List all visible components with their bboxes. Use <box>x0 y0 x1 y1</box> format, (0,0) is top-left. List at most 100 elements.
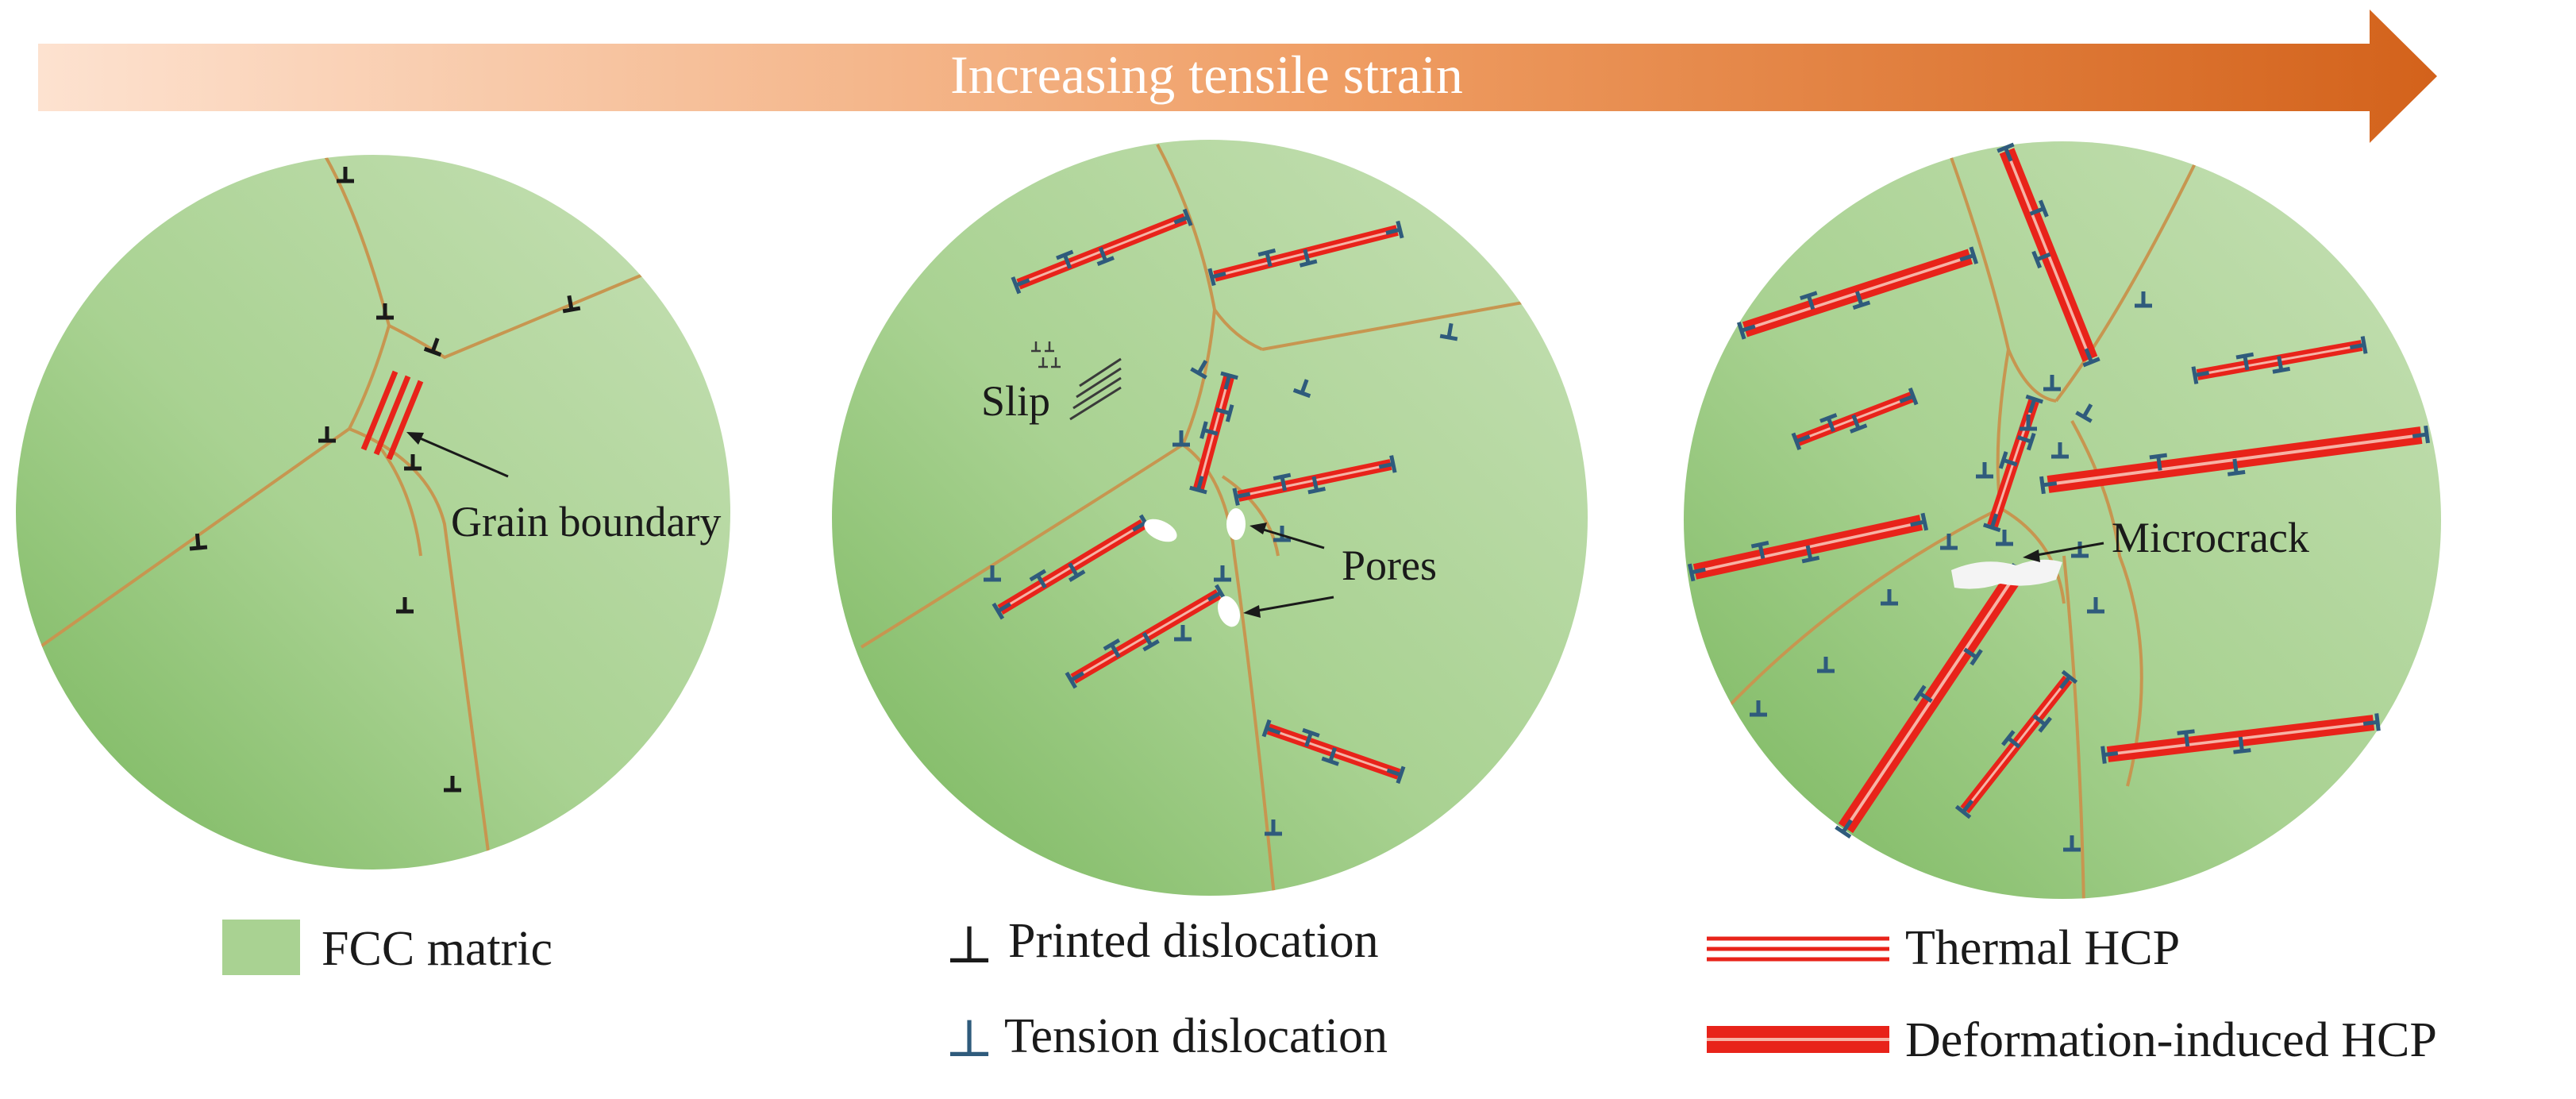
tension-dislocations <box>984 322 1458 836</box>
grain-boundaries <box>860 144 1537 896</box>
printed-dislocation <box>423 337 442 357</box>
tension-dislocation <box>2349 336 2368 354</box>
tension-dislocation <box>1011 276 1030 295</box>
tension-dislocation <box>1976 462 1993 479</box>
tension-dislocation <box>2016 432 2036 451</box>
legend-thermal-swatch <box>1707 936 1889 962</box>
grain-boundary-pointer <box>412 434 509 478</box>
tension-dislocations <box>1750 291 2152 852</box>
fcc-matrix-grain <box>16 155 730 870</box>
slip-label: Slip <box>981 377 1050 425</box>
tension-dislocation <box>1173 208 1193 226</box>
hcp-bands <box>992 208 1406 785</box>
fcc-matrix-grain <box>832 140 1588 896</box>
tension-dislocation <box>2272 356 2291 374</box>
pore <box>1226 508 1246 540</box>
tension-dislocation <box>2001 730 2021 749</box>
tension-dislocation <box>2039 476 2058 495</box>
tension-dislocation <box>1750 700 1767 717</box>
tension-dislocation <box>1385 220 1404 239</box>
tension-dislocation <box>2032 714 2052 733</box>
strain-banner: Increasing tensile strain <box>38 10 2437 143</box>
printed-dislocation <box>376 303 394 320</box>
grain-boundary-pointer-head <box>406 432 424 445</box>
printed-dislocation <box>396 597 414 614</box>
tension-dislocation <box>1307 476 1326 495</box>
legend-printed-label: Printed dislocation <box>1008 914 1379 968</box>
legend: FCC matric ⊥ Printed dislocation ⊥ Tensi… <box>222 914 2437 1068</box>
tension-dislocation <box>984 565 1001 582</box>
tension-dislocation <box>2071 542 2089 558</box>
tension-dislocation <box>2362 713 2381 731</box>
tension-dislocation <box>1899 388 1919 406</box>
tension-dislocation <box>2149 453 2168 471</box>
tension-dislocation <box>1273 526 1291 542</box>
legend-tension-symbol: ⊥ <box>945 1010 994 1068</box>
grain-boundaries <box>38 155 683 870</box>
microcrack <box>1951 559 2062 589</box>
tension-dislocation <box>1103 638 1121 658</box>
tension-dislocation <box>1954 799 1974 819</box>
tension-dislocation <box>1817 657 1835 673</box>
tension-dislocation <box>1292 379 1311 399</box>
tension-dislocation <box>1302 727 1320 747</box>
tension-dislocation <box>1800 291 1818 310</box>
panel-high-strain: Microcrack <box>1684 141 2441 899</box>
grain-boundary-label: Grain boundary <box>451 498 721 546</box>
grain-boundary-callout: Grain boundary <box>406 432 721 546</box>
tension-dislocation <box>1299 249 1318 268</box>
tension-dislocation <box>1940 534 1958 550</box>
legend-deformation-swatch <box>1707 1026 1889 1053</box>
tension-dislocation <box>2063 835 2081 852</box>
printed-dislocations <box>189 167 581 792</box>
tension-dislocation <box>1998 451 2018 469</box>
tension-dislocation <box>2227 458 2246 476</box>
microcrack-label: Microcrack <box>2112 514 2309 561</box>
tension-dislocation <box>1068 562 1086 582</box>
pore <box>1217 596 1241 627</box>
tension-dislocation <box>1257 248 1276 268</box>
tension-dislocation <box>2058 669 2078 690</box>
tension-dislocation <box>1913 684 1933 704</box>
tension-dislocation <box>2082 348 2100 368</box>
tension-dislocation <box>1378 455 1397 473</box>
tension-dislocation <box>1850 414 1868 434</box>
tension-dislocation <box>1801 545 1820 564</box>
tension-dislocation <box>2233 736 2251 754</box>
tension-dislocation <box>1996 530 2013 546</box>
panel-intermediate: Slip Pores <box>832 140 1588 896</box>
legend-fcc-label: FCC matric <box>322 922 553 976</box>
tension-dislocation <box>1261 719 1281 738</box>
tension-dislocation <box>1172 430 1190 447</box>
tension-dislocation <box>1190 360 1208 380</box>
tension-dislocation <box>1214 565 1231 582</box>
printed-dislocation <box>189 533 208 551</box>
tension-dislocation <box>1386 765 1406 785</box>
tension-dislocation <box>2100 746 2119 764</box>
tension-dislocation <box>2031 250 2051 269</box>
microcrack-callout: Microcrack <box>2023 514 2309 562</box>
printed-dislocation <box>337 167 354 183</box>
pores-callout: Pores <box>1243 523 1437 618</box>
legend-thermal-label: Thermal HCP <box>1905 921 2180 975</box>
pore <box>1144 519 1177 542</box>
printed-dislocation <box>444 776 461 792</box>
tension-dislocation <box>2177 729 2195 747</box>
tension-dislocation <box>1029 569 1047 589</box>
tension-dislocation <box>1835 819 1853 839</box>
tension-dislocation <box>2043 375 2061 391</box>
tension-dislocation <box>1982 513 2001 533</box>
tension-dislocation <box>1996 142 2015 162</box>
tension-dislocation <box>2029 199 2049 218</box>
tension-dislocation <box>1750 540 1769 559</box>
tension-dislocation <box>1265 819 1282 836</box>
tension-dislocation <box>2025 394 2044 414</box>
printed-dislocation <box>318 426 336 443</box>
pores <box>1144 508 1246 627</box>
tension-dislocation <box>1199 421 1219 439</box>
tension-dislocation <box>1321 746 1339 766</box>
slip-marker: Slip <box>981 341 1122 425</box>
tension-dislocation <box>1959 246 1979 264</box>
tension-dislocation <box>1096 246 1115 266</box>
